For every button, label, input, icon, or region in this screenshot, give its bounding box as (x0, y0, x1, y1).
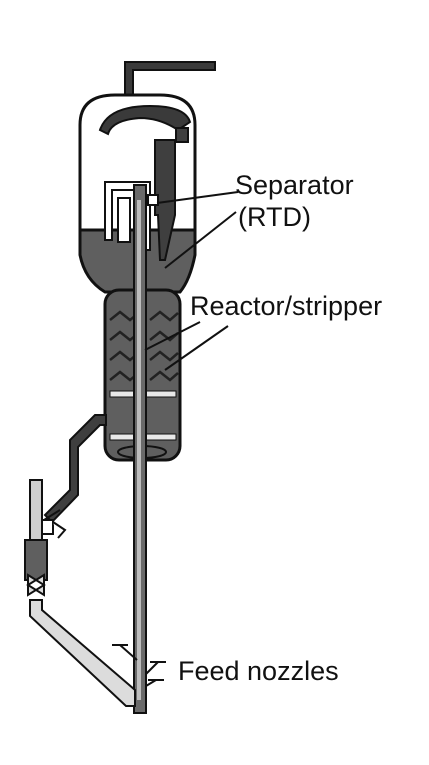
rtd-sensor-tip (147, 194, 159, 206)
separator-label: Separator (235, 170, 354, 200)
rtd-label: (RTD) (238, 202, 311, 232)
separator-leader (156, 191, 239, 204)
central-riser-highlight (137, 200, 141, 700)
reactor-leader-1 (144, 321, 201, 351)
lower-valve (26, 573, 46, 597)
feed-nozzles (112, 644, 166, 687)
reactor-leader-2 (164, 325, 229, 371)
rtd-probe-head (175, 127, 189, 143)
feed-line (29, 599, 136, 707)
rtd-probe (154, 139, 176, 261)
separator-internal-slot (117, 197, 131, 243)
reactor-stripper-label: Reactor/stripper (190, 291, 383, 321)
feed-nozzles-label: Feed nozzles (178, 656, 339, 686)
side-outlet-pipe (43, 414, 107, 524)
rtd-leader (164, 211, 237, 269)
left-pipe-section (24, 539, 48, 581)
